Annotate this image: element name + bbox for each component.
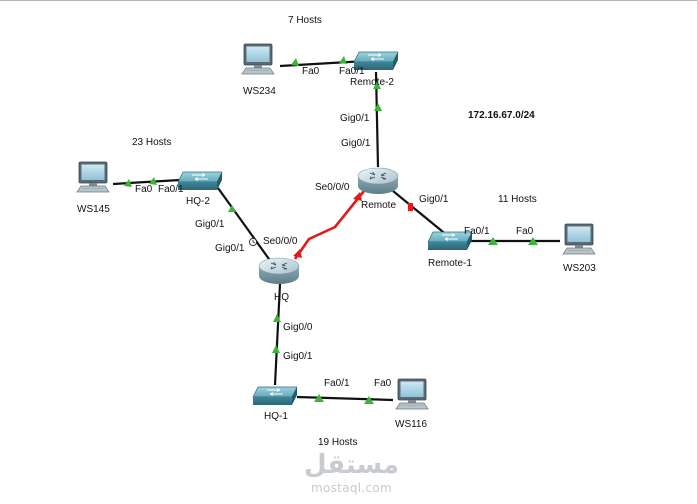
link-remote-remote1 (392, 190, 449, 237)
switch-icon-hq1[interactable] (252, 386, 298, 406)
port-label: Fa0 (516, 226, 534, 237)
pc-icon-ws116[interactable] (395, 378, 429, 410)
device-label-ws145[interactable]: WS145 (77, 204, 110, 215)
pc-icon-ws145[interactable] (76, 161, 110, 193)
port-label: Gig0/1 (195, 219, 225, 230)
pc-icon-ws234[interactable] (241, 43, 275, 75)
port-label: Fa0/1 (324, 378, 350, 389)
link-down-indicator (293, 249, 302, 258)
port-label: Fa0/1 (158, 184, 184, 195)
port-label: Fa0/1 (464, 226, 490, 237)
top-divider (0, 0, 697, 1)
link-ws145-hq2 (112, 178, 181, 186)
device-label-remote[interactable]: Remote (361, 200, 397, 211)
device-label-hq1[interactable]: HQ-1 (264, 411, 288, 422)
host-count-hq1: 19 Hosts (318, 437, 358, 448)
port-label: Fa0/1 (339, 66, 365, 77)
link-hq2-hq (217, 187, 275, 267)
watermark-logo: مستقل (304, 450, 400, 480)
port-label: Gig0/1 (215, 243, 245, 254)
link-up-indicator (272, 345, 280, 353)
port-label: Fa0 (135, 184, 153, 195)
link-serial-hq-remote (293, 190, 366, 260)
link-up-indicator (528, 237, 538, 245)
device-label-hq[interactable]: HQ (274, 292, 289, 303)
clock-icon (248, 237, 258, 247)
link-up-indicator (124, 179, 132, 187)
port-label: Fa0 (374, 378, 392, 389)
link-up-indicator (364, 396, 374, 404)
link-up-indicator (373, 81, 381, 89)
switch-icon-hq2[interactable] (177, 171, 223, 191)
port-label: Se0/0/0 (263, 236, 298, 247)
link-up-indicator (149, 177, 157, 185)
port-label: Se0/0/0 (315, 182, 350, 193)
router-icon-remote[interactable] (357, 167, 399, 195)
host-count-hq2: 23 Hosts (132, 137, 172, 148)
network-address-label: 172.16.67.0/24 (468, 110, 535, 121)
host-count-remote2: 7 Hosts (288, 15, 322, 26)
link-up-indicator (291, 58, 299, 66)
link-up-indicator (228, 205, 236, 212)
link-hq1-ws116 (296, 395, 394, 402)
pc-icon-ws203[interactable] (562, 223, 596, 255)
link-up-indicator (273, 314, 281, 322)
link-hq-hq1 (273, 283, 282, 386)
link-up-indicator (314, 394, 324, 402)
link-down-indicator (353, 192, 362, 201)
link-up-indicator (488, 237, 498, 245)
device-label-hq2[interactable]: HQ-2 (186, 196, 210, 207)
link-up-indicator (339, 56, 347, 64)
host-count-remote1: 11 Hosts (498, 194, 537, 205)
port-label: Gig0/1 (283, 351, 313, 362)
device-label-ws116[interactable]: WS116 (395, 419, 428, 430)
port-label: Fa0 (302, 66, 320, 77)
port-label: Gig0/0 (283, 322, 313, 333)
device-label-ws203[interactable]: WS203 (563, 263, 596, 274)
device-label-remote2[interactable]: Remote-2 (350, 77, 394, 88)
watermark-url: mostaql.com (311, 481, 393, 495)
device-label-remote1[interactable]: Remote-1 (428, 258, 472, 269)
device-label-ws234[interactable]: WS234 (243, 86, 276, 97)
link-up-indicator (374, 103, 382, 111)
link-down-indicator (408, 203, 413, 211)
port-label: Gig0/1 (341, 138, 371, 149)
router-icon-hq[interactable] (258, 257, 300, 285)
port-label: Gig0/1 (419, 194, 449, 205)
port-label: Gig0/1 (340, 113, 370, 124)
